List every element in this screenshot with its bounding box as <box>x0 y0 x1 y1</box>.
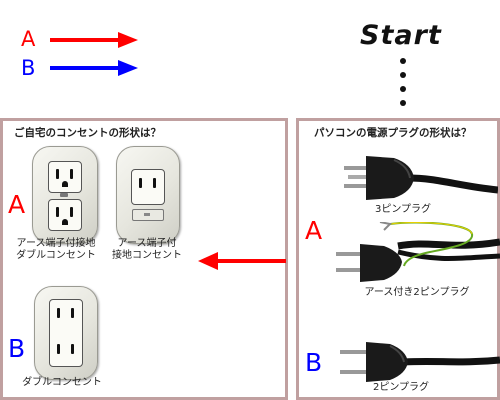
legend-letter-a: A <box>21 27 36 51</box>
three-pin-plug-icon <box>344 156 498 200</box>
flow-dot <box>400 72 406 78</box>
two-pin-plug-label: 2ピンプラグ <box>372 382 430 393</box>
double-outlet-icon <box>34 286 98 380</box>
plug-option-b-letter: B <box>305 348 323 377</box>
start-label: Start <box>360 20 442 51</box>
earth-terminal-outlet-icon <box>116 146 180 244</box>
outlet-option-a-letter: A <box>8 190 26 219</box>
earthed-two-pin-plug-label: アース付き2ピンプラグ <box>364 287 470 298</box>
flow-dot <box>400 86 406 92</box>
earthed-two-pin-plug-icon <box>336 222 500 282</box>
flow-dot <box>400 58 406 64</box>
plug-question-title: パソコンの電源プラグの形状は？ <box>314 127 472 139</box>
caption-line: 接地コンセント <box>112 250 182 261</box>
earth-terminal-outlet-label: アース端子付 接地コンセント <box>106 238 188 262</box>
legend-arrow-a <box>50 32 138 48</box>
plug-option-a-letter: A <box>305 216 323 245</box>
outlet-question-title: ご自宅のコンセントの形状は？ <box>14 127 161 139</box>
flow-arrow-left <box>198 252 286 270</box>
earthed-double-outlet-label: アース端子付接地 ダブルコンセント <box>8 238 104 262</box>
caption-line: アース端子付 <box>117 238 177 249</box>
flow-dot <box>400 100 406 106</box>
three-pin-plug-label: 3ピンプラグ <box>374 204 432 215</box>
caption-line: ダブルコンセント <box>16 250 96 261</box>
two-pin-plug-icon <box>340 342 500 382</box>
legend-arrow-b <box>50 60 138 76</box>
outlet-option-b-letter: B <box>8 334 26 363</box>
legend-letter-b: B <box>21 56 36 80</box>
caption-line: アース端子付接地 <box>16 238 96 249</box>
earthed-double-outlet-icon <box>32 146 98 244</box>
double-outlet-label: ダブルコンセント <box>22 377 102 388</box>
